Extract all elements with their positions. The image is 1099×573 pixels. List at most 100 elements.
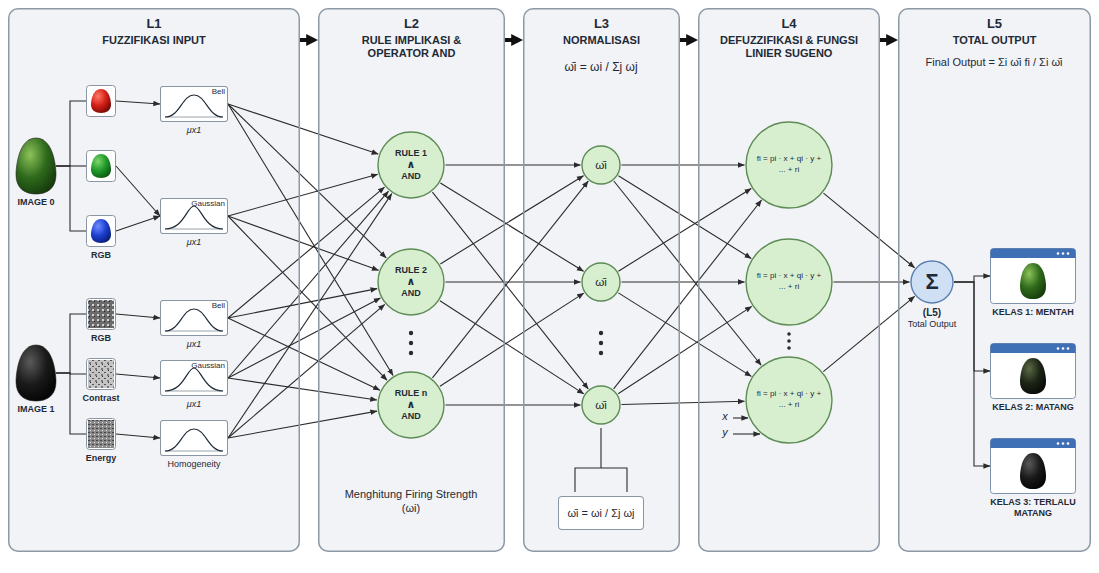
dot [787, 339, 791, 343]
node-text: μx1 [187, 339, 201, 349]
node-text: RULE 1 [395, 148, 427, 159]
panel-header: L4DEFUZZIFIKASI & FUNGSI LINIER SUGENO [704, 16, 874, 61]
membership-function: Gaussianμx1 [160, 198, 228, 234]
layer-panel: L1FUZZIFIKASI INPUTIMAGE 0RGBIMAGE 1RGBC… [8, 8, 300, 552]
membership-curve [165, 206, 223, 229]
feature-frame [87, 299, 116, 330]
node-text: μx1 [187, 237, 201, 247]
node-text-box: RULE 1∧AND [377, 131, 445, 199]
annotation-label: Menghitung Firing Strength (ωi) [336, 488, 486, 516]
node-text: Gaussian [191, 361, 225, 370]
window-dot [1067, 347, 1070, 350]
node-text: KELAS 3: TERLALU MATANG [985, 497, 1081, 519]
node-shape [990, 438, 1076, 494]
channel-arrow [116, 166, 160, 216]
branch-wire [56, 101, 86, 166]
connector-arrow [228, 298, 380, 378]
connector-arrow [834, 281, 910, 282]
node-shape [160, 420, 228, 456]
connector-arrow [432, 181, 588, 378]
connector-arrow [440, 183, 583, 271]
channel-arrow [116, 101, 160, 104]
connector-arrow [618, 293, 751, 376]
outside-label: IMAGE 0 [17, 197, 54, 207]
flow-arrow [505, 38, 516, 42]
panel-header: L1FUZZIFIKASI INPUT [14, 16, 294, 47]
node-text: L1 [14, 16, 294, 32]
node-text: AND [401, 171, 421, 182]
dot [409, 331, 413, 335]
node-circle [746, 122, 832, 208]
texture-image [88, 420, 114, 448]
node-shape [86, 418, 116, 450]
connector-arrow [228, 289, 377, 318]
node-text: ω̄i [595, 159, 607, 172]
connectors [56, 40, 990, 466]
feature-frame [87, 419, 116, 450]
node-text: Bell [212, 301, 225, 310]
green-egg [91, 154, 111, 178]
node-text: Gaussian [191, 199, 225, 208]
node-text: fi = pi · x + qi · y + ... + ri [755, 389, 823, 410]
node-text: ∧ [407, 276, 416, 288]
branch-line [56, 166, 86, 231]
channel-box [87, 86, 116, 117]
connector-arrow [618, 189, 751, 272]
connector-arrow [228, 411, 377, 438]
node-text: μx1 [187, 399, 201, 409]
node-text: ω̄i [595, 399, 607, 412]
connector-arrow [622, 281, 745, 282]
connector-arrow [621, 401, 744, 404]
node-text: ω̄i [595, 276, 607, 289]
window-dot [1057, 252, 1060, 255]
connector-arrow [228, 216, 379, 270]
node-text: L3 [529, 16, 674, 32]
output-class-card: KELAS 3: TERLALU MATANG [990, 438, 1076, 494]
texture-feature: Contrast [86, 358, 116, 390]
card-frame [991, 439, 1076, 494]
connector-arrow [614, 181, 761, 365]
rule-node: RULE n∧AND [377, 371, 445, 439]
node-text-box: ω̄i [581, 385, 621, 425]
sum-node: Σ(L5)Total Output [910, 260, 954, 304]
node-text: TOTAL OUTPUT [910, 34, 1080, 48]
node-text: ω̄i = ωi / Σj ωj [567, 507, 634, 519]
annotation-label: x [718, 410, 732, 424]
node-text: AND [401, 288, 421, 299]
outside-label: μx1 [187, 125, 201, 135]
connector-arrow [116, 434, 160, 438]
panel-ground [523, 8, 680, 552]
node-text: fi = pi · x + qi · y + ... + ri [755, 154, 823, 175]
node-text-box: ω̄i [581, 262, 621, 302]
channel-egg [91, 219, 111, 243]
branch-line [56, 373, 86, 434]
connector-arrow [954, 282, 990, 466]
layer-panel: L4DEFUZZIFIKASI & FUNGSI LINIER SUGENO fi… [698, 8, 880, 552]
node-text-box: Σ [910, 260, 954, 304]
sugeno-function-node: fi = pi · x + qi · y + ... + ri [745, 238, 833, 326]
connector-arrow [116, 374, 160, 378]
node-text: RULE 2 [395, 265, 427, 276]
window-dot [1062, 252, 1065, 255]
dot [409, 351, 413, 355]
connector-arrow [622, 164, 745, 165]
connector-arrow [446, 404, 581, 405]
dot [599, 341, 603, 345]
class-egg [1020, 453, 1046, 489]
outside-label: KELAS 2: MATANG [985, 402, 1081, 413]
outside-label: Homogeneity [167, 459, 220, 469]
membership-curve [165, 368, 223, 391]
outside-label: Contrast [82, 393, 119, 403]
flow-arrow [880, 38, 891, 42]
membership-curve [165, 429, 223, 451]
sugeno-function-node: fi = pi · x + qi · y + ... + ri [745, 121, 833, 209]
panel-grounds [8, 8, 1091, 552]
node-shape [16, 345, 56, 401]
node-text: AND [401, 411, 421, 422]
node-text: L2 [324, 16, 499, 32]
layer-panel: L5TOTAL OUTPUTΣ(L5)Total OutputKELAS 1: … [898, 8, 1091, 552]
node-text: RULE n [395, 388, 428, 399]
window-dot [1057, 347, 1060, 350]
node-text-box: fi = pi · x + qi · y + ... + ri [745, 238, 833, 326]
